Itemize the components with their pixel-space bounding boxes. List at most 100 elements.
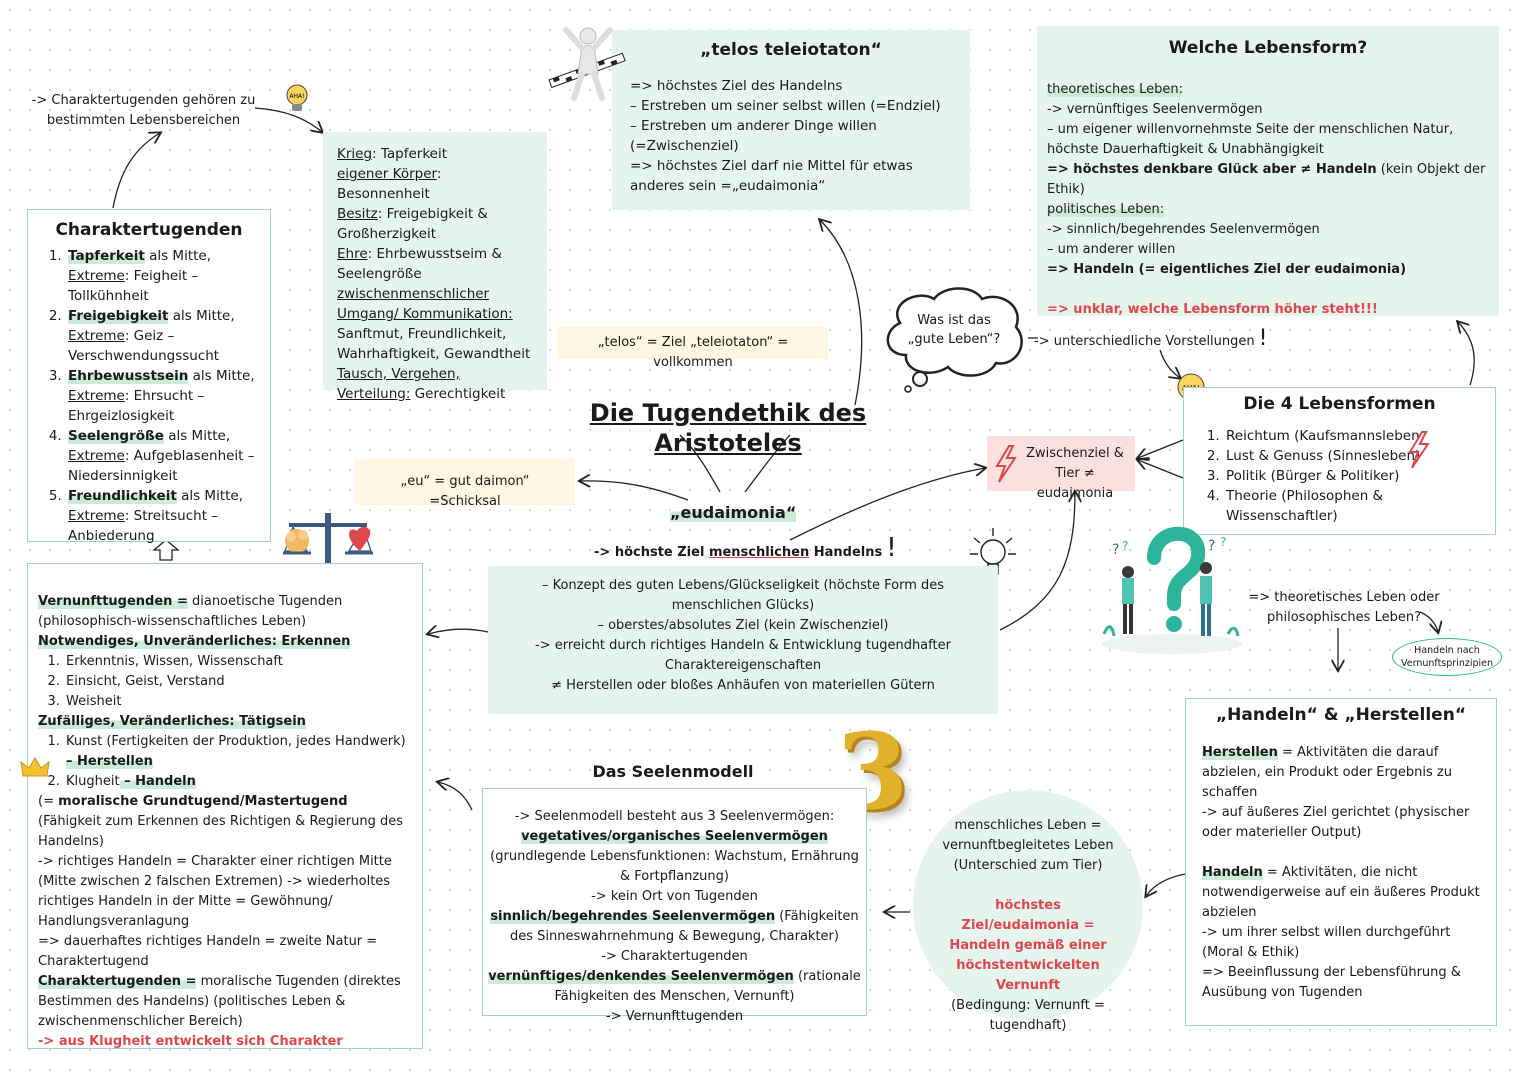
eudaimonia-subtitle: -> höchste Ziel menschlichen Handelns! bbox=[594, 533, 897, 563]
taetig-list: Kunst (Fertigkeiten der Produktion, jede… bbox=[38, 732, 412, 792]
telos-heading: „telos teleiotaton“ bbox=[700, 40, 882, 60]
arrow-seele-to-vernunft bbox=[438, 782, 473, 811]
arrow-title-to-eudaimonia bbox=[679, 434, 721, 493]
svg-text:?: ? bbox=[1208, 538, 1215, 554]
arrow-handeln-to-menschlich bbox=[1146, 873, 1186, 896]
text-line: ≠ Herstellen oder bloßes Anhäufen von ma… bbox=[551, 678, 935, 693]
svg-text:?: ? bbox=[1220, 535, 1226, 549]
lebensbereich-item: Krieg: Tapferkeit bbox=[337, 146, 448, 162]
text-line: – oberstes/absolutes Ziel (kein Zwischen… bbox=[597, 618, 889, 633]
text-line: – Erstreben um seiner selbst willen (=En… bbox=[630, 98, 941, 114]
arrow-eudaimonia-to-eudef bbox=[580, 481, 689, 501]
aha-bulb-icon: AHA! bbox=[286, 84, 308, 114]
text-line: Weisheit bbox=[64, 692, 412, 712]
vier-list: Reichtum (KaufsmannslebenLust & Genuss (… bbox=[1194, 426, 1485, 526]
text-line: -> sinnlich/begehrendes Seelenvermögen bbox=[1047, 222, 1320, 237]
thought-bubble: Was ist das „gute Leben“? bbox=[878, 283, 1030, 393]
gute-leben-question: Was ist das „gute Leben“? bbox=[907, 313, 1001, 347]
charaktertugenden-heading: Charaktertugenden bbox=[55, 220, 243, 240]
handeln-label: Handeln bbox=[1202, 865, 1263, 880]
arrow-vier-to-lebensform bbox=[1458, 322, 1475, 386]
zwischenziel-box: Zwischenziel & Tier ≠ eudaimonia bbox=[987, 436, 1135, 501]
theor-bold: => höchstes denkbare Glück aber ≠ Handel… bbox=[1047, 162, 1377, 177]
text-line: Reichtum (Kaufsmannsleben bbox=[1224, 426, 1485, 446]
text-line: Lust & Genuss (Sinnesleben) bbox=[1224, 446, 1485, 466]
telos-lines: => höchstes Ziel des Handelns – Erstreben… bbox=[630, 76, 952, 196]
polit-lines: -> sinnlich/begehrendes Seelenvermögen – … bbox=[1047, 220, 1489, 260]
polit-label: politisches Leben: bbox=[1047, 202, 1165, 217]
arrow-note-to-bereiche bbox=[254, 107, 322, 132]
arrow-vier-to-zwischen bbox=[1138, 439, 1184, 458]
text-line: – um anderer willen bbox=[1047, 242, 1176, 257]
char-note: -> Charaktertugenden gehören zu bestimmt… bbox=[31, 93, 256, 128]
lebensbereich-item: zwischenmenschlicher Umgang/ Kommunikati… bbox=[337, 286, 531, 362]
arrow-konzept-to-vernunft bbox=[428, 629, 489, 634]
crown-icon bbox=[20, 756, 50, 780]
text-line: – Konzept des guten Lebens/Glückseligkei… bbox=[541, 578, 945, 613]
charaktertugenden-list: Tapferkeit als Mitte, Extreme: Feigheit … bbox=[36, 246, 262, 546]
exclamation-icon: ! bbox=[1258, 326, 1268, 351]
seelenmodell-heading: Das Seelenmodell bbox=[592, 762, 754, 781]
arrow-title-to-eudaimonia-2 bbox=[744, 434, 791, 493]
lebensbereiche-list: Krieg: Tapferkeit eigener Körper: Besonne… bbox=[337, 144, 533, 404]
lightning-icon-2 bbox=[1406, 430, 1432, 476]
vernunfttugenden-box: Vernunfttugenden = dianoetische Tugenden… bbox=[27, 563, 423, 1049]
text-line: => höchstes Ziel darf nie Mittel für etw… bbox=[630, 158, 913, 194]
page-title: Die Tugendethik des Aristoteles bbox=[589, 399, 867, 457]
eu-definition: „eu“ = gut daimon“ =Schicksal bbox=[355, 459, 575, 509]
svg-text:?: ? bbox=[1122, 539, 1128, 553]
confused-people-illustration: ? ? ? ? bbox=[1098, 520, 1246, 658]
text-line: => höchstes Ziel des Handelns bbox=[630, 78, 843, 94]
lebensform-heading: Welche Lebensform? bbox=[1168, 38, 1368, 58]
text-line: Theorie (Philosophen & Wissenschaftler) bbox=[1224, 486, 1485, 526]
vernunft-prinzip-oval: Handeln nach Vernunftsprinzipien bbox=[1392, 638, 1502, 676]
arrow-eu-to-telos bbox=[820, 220, 863, 406]
exclamation-icon-2: ! bbox=[886, 533, 897, 563]
text-line: -> erreicht durch richtiges Handeln & En… bbox=[535, 638, 951, 673]
charaktertugend-item: Freigebigkeit als Mitte, Extreme: Geiz –… bbox=[66, 306, 262, 366]
charaktertugend-item: Tapferkeit als Mitte, Extreme: Feigheit … bbox=[66, 246, 262, 306]
finish-line-figure-icon bbox=[548, 22, 628, 102]
seelenmodell-box: -> Seelenmodell besteht aus 3 Seelenverm… bbox=[482, 788, 867, 1024]
charaktertugenden-box: Charaktertugenden Tapferkeit als Mitte, … bbox=[27, 209, 271, 544]
telos-definition: „telos“ = Ziel „teleiotaton“ = vollkomme… bbox=[558, 327, 828, 370]
theor-label: theoretisches Leben: bbox=[1047, 82, 1183, 97]
arrow-vier-to-zwischen-2 bbox=[1138, 460, 1184, 479]
text-line: – um eigener willenvornehmste Seite der … bbox=[1047, 122, 1454, 157]
telos-box: „telos teleiotaton“ => höchstes Ziel des… bbox=[612, 30, 970, 210]
herstellen-label: Herstellen bbox=[1202, 745, 1278, 760]
lebensbereich-item: Ehre: Ehrbewusstseim & Seelengröße bbox=[337, 246, 503, 282]
arrow-char-to-note bbox=[112, 133, 160, 209]
erkennen-list: Erkenntnis, Wissen, WissenschaftEinsicht… bbox=[38, 652, 412, 712]
text-line: Politik (Bürger & Politiker) bbox=[1224, 466, 1485, 486]
lightning-icon bbox=[993, 444, 1019, 491]
svg-text:?: ? bbox=[1112, 542, 1119, 558]
charaktertugend-item: Freundlichkeit als Mitte, Extreme: Strei… bbox=[66, 486, 262, 546]
charaktertugend-item: Ehrbewusstsein als Mitte, Extreme: Ehrsu… bbox=[66, 366, 262, 426]
charaktertugend-item: Seelengröße als Mitte, Extreme: Aufgebla… bbox=[66, 426, 262, 486]
arrow-konzept-to-zwischen bbox=[999, 492, 1075, 631]
polit-bold: => Handeln (= eigentliches Ziel der euda… bbox=[1047, 262, 1407, 277]
vier-heading: Die 4 Lebensformen bbox=[1243, 394, 1436, 414]
arrow-vernunft-to-char bbox=[152, 539, 180, 561]
arrow-handeln-to-prinzip bbox=[1419, 611, 1438, 632]
lebensbereich-item: eigener Körper: Besonnenheit bbox=[337, 166, 442, 202]
konzept-lines: – Konzept des guten Lebens/Glückseligkei… bbox=[498, 576, 988, 696]
text-line: -> vernünftiges Seelenvermögen bbox=[1047, 102, 1263, 117]
menschliches-leben-circle: menschliches Leben = vernunftbegleitetes… bbox=[913, 790, 1143, 1033]
eudaimonia-konzept-box: – Konzept des guten Lebens/Glückseligkei… bbox=[488, 566, 998, 714]
text-line: Einsicht, Geist, Verstand bbox=[64, 672, 412, 692]
lebensbereich-item: Tausch, Vergehen, Verteilung: Gerechtigk… bbox=[337, 366, 506, 402]
vier-lebensformen-box: Die 4 Lebensformen Reichtum (Kaufsmannsl… bbox=[1183, 387, 1496, 535]
handeln-herstellen-box: „Handeln“ & „Herstellen“ Herstellen = Ak… bbox=[1185, 698, 1497, 1026]
lebensbereiche-box: Krieg: Tapferkeit eigener Körper: Besonne… bbox=[323, 132, 547, 402]
theor-lines: -> vernünftiges Seelenvermögen – um eigen… bbox=[1047, 100, 1489, 160]
unklar-note: => unklar, welche Lebensform höher steht… bbox=[1047, 302, 1378, 317]
lebensbereich-item: Besitz: Freigebigkeit & Großherzigkeit bbox=[337, 206, 488, 242]
handeln-heading: „Handeln“ & „Herstellen“ bbox=[1216, 705, 1466, 725]
eudaimonia-word: „eudaimonia“ bbox=[670, 503, 797, 522]
theor-oder-question: => theoretisches Leben oder philosophisc… bbox=[1248, 590, 1440, 625]
arrow-eudaimonia-to-zwischen bbox=[789, 468, 985, 541]
arrow-vorstellungen-to-vier bbox=[1159, 349, 1180, 378]
